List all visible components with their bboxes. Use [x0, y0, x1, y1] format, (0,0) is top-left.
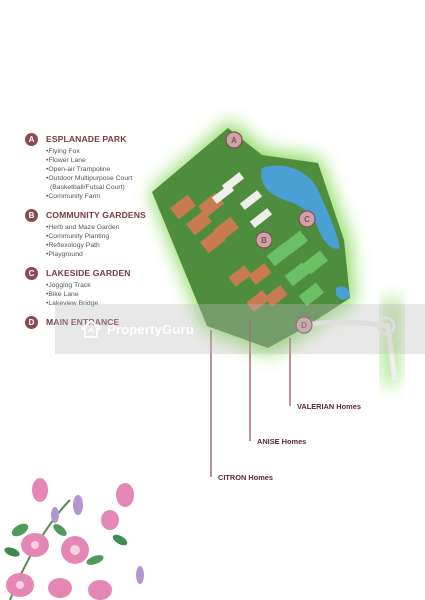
watermark-text: PropertyGuru: [107, 321, 194, 337]
citron-homes-label: CITRON Homes: [218, 473, 274, 482]
badge-c: C: [25, 267, 38, 280]
badge-b: B: [25, 209, 38, 222]
legend-item: •Lakeview Bridge: [46, 300, 99, 307]
plots-terracotta: [170, 192, 288, 312]
legend-item: •Community Planting: [46, 233, 110, 240]
legend-item: •Community Farm: [46, 193, 101, 200]
lake: [261, 165, 340, 249]
legend: A ESPLANADE PARK •Flying Fox •Flower Lan…: [25, 133, 185, 337]
marker-c-letter: C: [304, 215, 310, 224]
legend-item: •Playground: [46, 251, 83, 258]
legend-item: •Outdoor Multipurpose Court: [46, 175, 133, 182]
marker-b-letter: B: [261, 236, 267, 245]
valerian-homes-label: VALERIAN Homes: [297, 402, 361, 411]
legend-item: •Jogging Track: [46, 282, 91, 289]
plots-green: [266, 230, 328, 307]
legend-item: •Herb and Maze Garden: [46, 224, 120, 231]
legend-title-a: ESPLANADE PARK: [46, 134, 127, 144]
legend-title-b: COMMUNITY GARDENS: [46, 210, 146, 220]
watermark-banner: PropertyGuru: [55, 304, 425, 354]
house-logo-icon: [81, 320, 101, 338]
badge-a: A: [25, 133, 38, 146]
legend-title-d: MAIN ENTRANCE: [46, 317, 120, 327]
legend-item: (Basketball/Futsal Court): [50, 184, 125, 191]
plots-white: [211, 172, 273, 228]
legend-section-c: C LAKESIDE GARDEN •Jogging Track •Bike L…: [25, 267, 185, 308]
marker-d-letter: D: [301, 321, 307, 330]
marker-a-letter: A: [231, 136, 237, 145]
legend-item: •Reflexology Path: [46, 242, 100, 249]
legend-item: •Flower Lane: [46, 157, 86, 164]
legend-section-d: D MAIN ENTRANCE: [25, 316, 185, 329]
legend-title-c: LAKESIDE GARDEN: [46, 268, 131, 278]
flower-icon: [4, 478, 144, 600]
map-marker-c[interactable]: C: [298, 210, 316, 228]
legend-item: •Open-air Trampoline: [46, 166, 111, 173]
map-marker-d[interactable]: D: [295, 316, 313, 334]
legend-section-b: B COMMUNITY GARDENS •Herb and Maze Garde…: [25, 209, 185, 259]
legend-item: •Bike Lane: [46, 291, 79, 298]
leader-lines: [210, 318, 291, 477]
anise-homes-label: ANISE Homes: [257, 437, 307, 446]
map-marker-b[interactable]: B: [255, 231, 273, 249]
map-marker-a[interactable]: A: [225, 131, 243, 149]
badge-d: D: [25, 316, 38, 329]
legend-item: •Flying Fox: [46, 148, 80, 155]
legend-section-a: A ESPLANADE PARK •Flying Fox •Flower Lan…: [25, 133, 185, 201]
